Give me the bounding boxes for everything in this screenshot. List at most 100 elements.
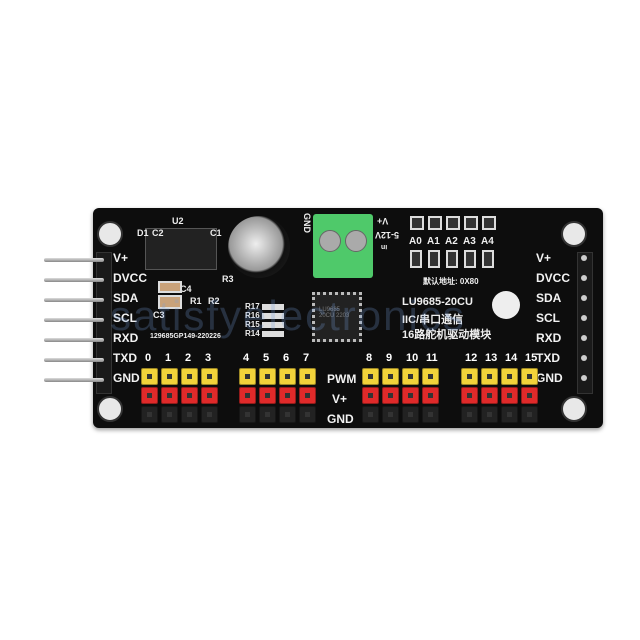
pin-tip	[265, 374, 270, 379]
pin-tip	[467, 393, 472, 398]
controller-chip: LU9685 20CU 2203	[312, 292, 362, 342]
address-pad-label: A3	[463, 236, 476, 247]
pin-tip	[487, 374, 492, 379]
channel-number: 4	[243, 352, 250, 364]
channel-number: 3	[205, 352, 212, 364]
right-pin-header	[577, 252, 593, 394]
pin-tip	[527, 374, 532, 379]
channel-number: 10	[406, 352, 419, 364]
pin-tip	[467, 412, 472, 417]
pin-tip	[207, 393, 212, 398]
pin-tip	[147, 412, 152, 417]
header-pin	[44, 338, 104, 342]
terminal-range-label: 5-12V	[375, 230, 400, 240]
servo-pin-pwm	[239, 368, 256, 385]
servo-pin-pwm	[521, 368, 538, 385]
address-pad-label: A4	[481, 236, 494, 247]
terminal-in-label: in	[381, 243, 388, 250]
servo-pin-gnd	[521, 406, 538, 423]
subtitle-2: 16路舵机驱动模块	[402, 329, 492, 341]
row-label-gnd: GND	[327, 412, 354, 426]
pin-tip	[147, 393, 152, 398]
servo-pin-pwm	[161, 368, 178, 385]
servo-pin-pwm	[259, 368, 276, 385]
resistor-array	[262, 313, 284, 319]
address-jumper-pad	[428, 216, 442, 230]
servo-pin-vplus	[521, 387, 538, 404]
right-pin-label: SDA	[536, 291, 562, 305]
channel-number: 1	[165, 352, 172, 364]
u2-label: U2	[172, 216, 184, 226]
header-pin	[44, 278, 104, 282]
servo-pin-vplus	[161, 387, 178, 404]
address-pad-label: A2	[445, 236, 458, 247]
servo-pin-gnd	[239, 406, 256, 423]
servo-pin-gnd	[161, 406, 178, 423]
channel-number: 14	[505, 352, 518, 364]
pin-tip	[388, 393, 393, 398]
pin-tip	[305, 374, 310, 379]
pin-tip	[285, 374, 290, 379]
c3-label: C3	[153, 310, 165, 320]
pin-tip	[265, 393, 270, 398]
address-pad-label: A0	[409, 236, 422, 247]
servo-pin-vplus	[279, 387, 296, 404]
c4-label: C4	[180, 284, 192, 294]
left-pin-label: TXD	[113, 351, 137, 365]
servo-pin-pwm	[402, 368, 419, 385]
header-pin	[581, 255, 587, 261]
servo-pin-gnd	[259, 406, 276, 423]
header-pin	[44, 258, 104, 262]
resistor-label: R16	[245, 311, 260, 320]
c2-label: C2	[152, 228, 164, 238]
pin-tip	[305, 393, 310, 398]
screw-icon	[319, 230, 341, 252]
pin-tip	[368, 393, 373, 398]
channel-number: 12	[465, 352, 478, 364]
pin-tip	[428, 393, 433, 398]
channel-number: 7	[303, 352, 310, 364]
pin-tip	[527, 393, 532, 398]
pin-tip	[147, 374, 152, 379]
pin-tip	[167, 393, 172, 398]
pin-tip	[245, 374, 250, 379]
left-pin-label: RXD	[113, 331, 139, 345]
servo-pin-gnd	[461, 406, 478, 423]
servo-pin-vplus	[382, 387, 399, 404]
pin-tip	[408, 393, 413, 398]
pin-tip	[285, 393, 290, 398]
servo-pin-vplus	[402, 387, 419, 404]
servo-pin-pwm	[299, 368, 316, 385]
right-pin-label: TXD	[536, 351, 560, 365]
resistor-label: R15	[245, 320, 260, 329]
left-pin-label: SCL	[113, 311, 137, 325]
voltage-regulator	[145, 228, 217, 270]
screw-icon	[345, 230, 367, 252]
pin-tip	[507, 374, 512, 379]
resistor-array	[262, 304, 284, 310]
right-pin-label: GND	[536, 371, 563, 385]
pin-tip	[507, 393, 512, 398]
servo-pin-pwm	[201, 368, 218, 385]
header-pin	[581, 355, 587, 361]
servo-pin-gnd	[501, 406, 518, 423]
pin-tip	[305, 412, 310, 417]
pin-tip	[467, 374, 472, 379]
pin-tip	[388, 412, 393, 417]
servo-pin-pwm	[279, 368, 296, 385]
left-pin-label: GND	[113, 371, 140, 385]
capacitor	[158, 281, 182, 293]
servo-pin-vplus	[181, 387, 198, 404]
right-pin-label: RXD	[536, 331, 562, 345]
channel-number: 6	[283, 352, 290, 364]
pin-tip	[207, 374, 212, 379]
logo-icon	[492, 291, 520, 319]
left-pin-label: V+	[113, 251, 129, 265]
model-label: LU9685-20CU	[402, 296, 473, 308]
pin-tip	[487, 393, 492, 398]
servo-pin-gnd	[402, 406, 419, 423]
servo-pin-gnd	[481, 406, 498, 423]
right-pin-label: DVCC	[536, 271, 571, 285]
channel-number: 5	[263, 352, 270, 364]
resistor-label: R14	[245, 329, 260, 338]
